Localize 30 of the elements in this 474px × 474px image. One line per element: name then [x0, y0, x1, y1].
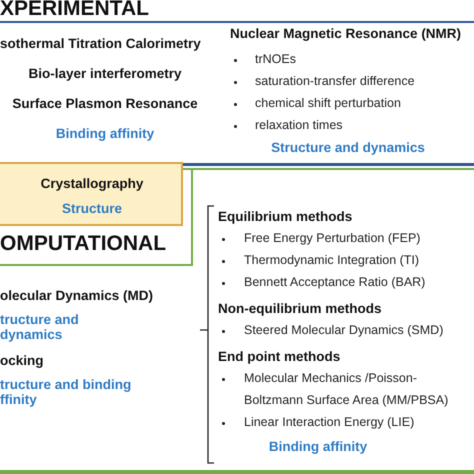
list-item: Linear Interaction Energy (LIE): [244, 414, 416, 431]
method-heading: Non-equilibrium methods: [218, 301, 382, 316]
result-label: Structure: [60, 201, 123, 216]
method-name: sothermal Titration Calorimetry: [0, 36, 201, 51]
result-label: Binding affinity: [268, 439, 368, 454]
method-heading: End point methods: [218, 349, 340, 364]
method-name: Surface Plasmon Resonance: [11, 96, 199, 111]
result-label: tructure and binding ffinity: [0, 377, 132, 407]
list-item: trNOEs: [255, 52, 296, 66]
method-name: olecular Dynamics (MD): [0, 288, 154, 303]
method-name: ocking: [0, 353, 44, 368]
section-panel: [0, 168, 474, 474]
result-label: Structure and dynamics: [270, 140, 426, 155]
method-box: [0, 162, 183, 226]
list-item: Steered Molecular Dynamics (SMD): [244, 322, 444, 339]
method-name: Crystallography: [40, 176, 144, 191]
method-heading: Equilibrium methods: [218, 209, 352, 224]
list-item: relaxation times: [255, 118, 343, 132]
section-heading: OMPUTATIONAL: [0, 232, 166, 256]
result-label: Binding affinity: [54, 126, 156, 141]
method-name: Bio-layer interferometry: [27, 66, 183, 81]
result-label: tructure and dynamics: [0, 312, 80, 342]
list-item: Free Energy Perturbation (FEP): [244, 230, 422, 247]
list-item: Bennett Acceptance Ratio (BAR): [244, 274, 426, 291]
list-item: saturation-transfer difference: [255, 74, 415, 88]
list-item: Molecular Mechanics /Poisson-Boltzmann Surface Area (MM/PBSA): [244, 370, 450, 409]
list-item: chemical shift perturbation: [255, 96, 401, 110]
section-heading: XPERIMENTAL: [0, 0, 149, 21]
method-heading: Nuclear Magnetic Resonance (NMR): [230, 26, 462, 41]
list-item: Thermodynamic Integration (TI): [244, 252, 420, 269]
